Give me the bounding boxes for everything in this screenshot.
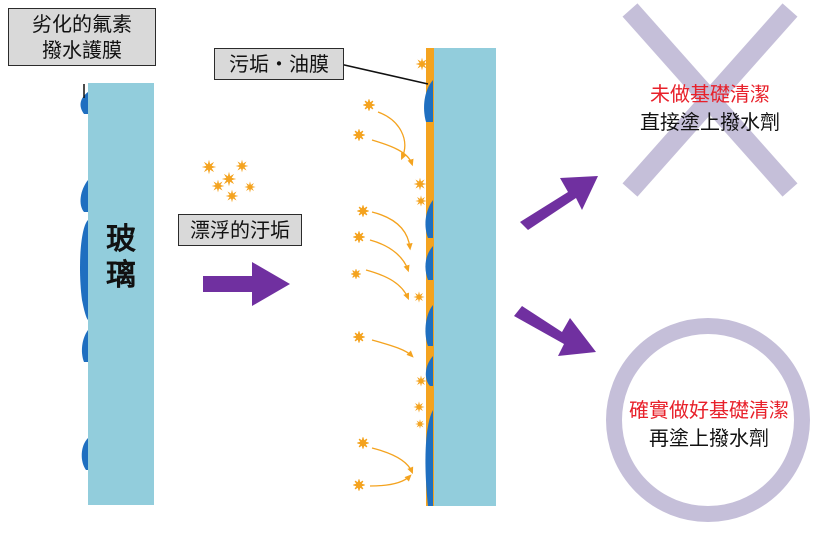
dirt-oil-text: 污垢・油膜 (229, 52, 329, 76)
coating-patch (80, 180, 88, 212)
coating-patch (81, 330, 88, 362)
coating-patch (424, 80, 433, 122)
floating-dirt-particles (201, 159, 256, 203)
coating-patch (80, 92, 88, 114)
degraded-coating-label: 劣化的氟素 撥水護膜 (8, 8, 156, 66)
arrow-up-right (520, 176, 598, 230)
incoming-dirt-particles (350, 98, 414, 492)
glass-char-2: 璃 (106, 258, 136, 293)
coating-patch (425, 246, 433, 280)
good-outcome-text: 確實做好基礎清潔 再塗上撥水劑 (604, 396, 814, 452)
degraded-coating-line2: 撥水護膜 (42, 38, 122, 62)
coating-patch (425, 200, 433, 238)
coating-patch (425, 410, 433, 506)
good-outcome-line2: 再塗上撥水劑 (649, 426, 769, 450)
coating-patch (425, 356, 433, 386)
degraded-coating-line1: 劣化的氟素 (32, 12, 132, 36)
coating-patch (81, 438, 88, 470)
bad-outcome-line2: 直接塗上撥水劑 (640, 110, 780, 134)
dirt-oil-label: 污垢・油膜 (214, 48, 344, 80)
glass-pane-dirty (424, 48, 496, 506)
floating-dirt-label: 漂浮的汙垢 (178, 214, 302, 246)
glass-label: 玻 璃 (101, 222, 141, 294)
cross-icon (622, 3, 798, 197)
coating-patch (80, 220, 88, 320)
glass-char-1: 玻 (106, 222, 136, 257)
arrow-right (203, 262, 290, 306)
circle-icon (606, 318, 810, 522)
coating-patch (425, 305, 433, 346)
arrow-down-right (514, 306, 596, 356)
floating-dirt-text: 漂浮的汙垢 (190, 218, 290, 242)
bad-outcome-line1: 未做基礎清潔 (650, 82, 770, 106)
good-outcome-line1: 確實做好基礎清潔 (629, 398, 789, 422)
bad-outcome-text: 未做基礎清潔 直接塗上撥水劑 (620, 80, 800, 136)
glass-pane-before (80, 83, 154, 505)
callout-line (339, 63, 429, 85)
